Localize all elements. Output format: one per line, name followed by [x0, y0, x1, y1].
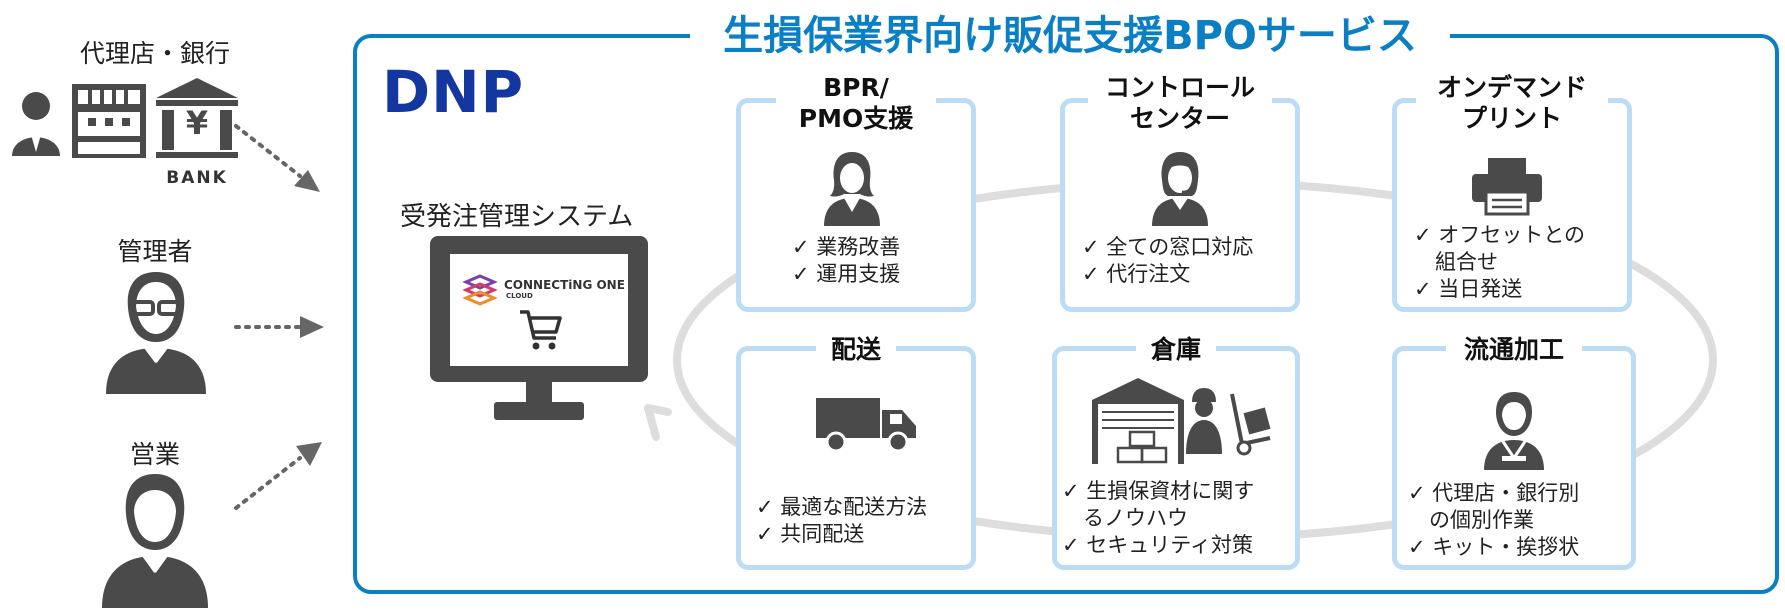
bank-yen-symbol: ¥	[185, 104, 209, 142]
businesswoman-icon	[824, 152, 880, 226]
connecting-one-sub: CLOUD	[506, 292, 533, 300]
sales-label: 営業	[129, 440, 180, 469]
truck-icon	[816, 398, 916, 453]
manager-label: 管理者	[117, 237, 193, 266]
box-warehouse-checks: ✓ 生損保資材に関す るノウハウ ✓ セキュリティ対策	[1062, 479, 1255, 557]
worker-icon	[1484, 392, 1544, 470]
dotted-arrow-2	[234, 316, 324, 338]
dnp-logo: DNP	[382, 58, 525, 126]
dotted-arrow-3	[234, 442, 322, 510]
order-system-label: 受発注管理システム	[400, 202, 634, 232]
agent-person-icon	[12, 92, 60, 156]
connecting-one-brand: CONNECTiNG ONE	[504, 278, 625, 292]
warehouse-icon	[1092, 378, 1184, 464]
box-bpr-pmo-title: BPR/ PMO支援	[776, 72, 936, 134]
operator-headset-icon	[1152, 152, 1208, 226]
box-distribution-processing-title: 流通加工	[1446, 334, 1582, 365]
worker-cart-icon	[1186, 388, 1271, 456]
box-on-demand-print-title: オンデマンド プリント	[1416, 72, 1608, 134]
cart-icon	[520, 310, 562, 350]
bank-icon	[156, 78, 238, 158]
shop-icon	[72, 84, 146, 158]
box-distribution-processing-checks: ✓ 代理店・銀行別 の個別作業 ✓ キット・挨拶状	[1408, 481, 1580, 559]
box-delivery-title: 配送	[816, 334, 896, 365]
service-title: 生損保業界向け販促支援BPOサービス	[690, 10, 1450, 62]
box-on-demand-print-checks: ✓ オフセットとの 組合せ ✓ 当日発送	[1414, 223, 1586, 301]
box-delivery-checks: ✓ 最適な配送方法 ✓ 共同配送	[756, 495, 928, 546]
box-control-center-checks: ✓ 全ての窓口対応 ✓ 代行注文	[1082, 235, 1254, 286]
sales-person-icon	[102, 474, 208, 608]
bank-label: BANK	[166, 168, 228, 188]
connecting-one-logo	[462, 274, 498, 306]
printer-icon	[1472, 158, 1542, 216]
manager-person-icon	[106, 272, 206, 394]
box-bpr-pmo-checks: ✓ 業務改善 ✓ 運用支援	[792, 235, 901, 286]
box-delivery	[736, 346, 976, 570]
dotted-arrow-1	[234, 124, 320, 192]
box-warehouse-title: 倉庫	[1136, 334, 1216, 365]
box-control-center-title: コントロール センター	[1088, 72, 1272, 134]
agency-bank-label: 代理店・銀行	[79, 39, 230, 68]
